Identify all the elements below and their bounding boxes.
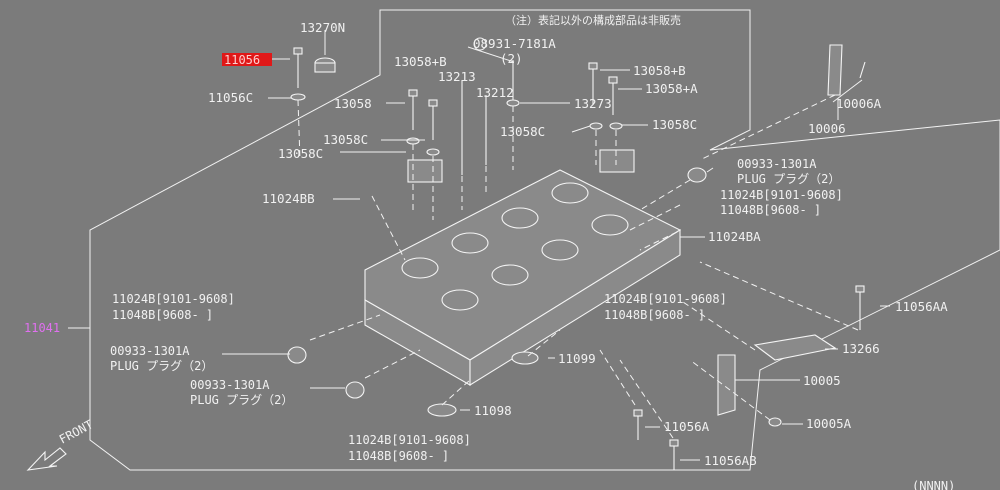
part-label[interactable]: 00933-1301A xyxy=(737,157,817,171)
part-label[interactable]: 00933-1301A xyxy=(110,344,190,358)
bracket-10006 xyxy=(827,44,843,96)
part-label[interactable]: 13270N xyxy=(300,20,345,35)
part-label[interactable]: 11024B[9101-9608] xyxy=(720,188,843,202)
part-label[interactable]: 11024BB xyxy=(262,191,315,206)
plug-left-low xyxy=(345,381,365,399)
leader-lines xyxy=(68,46,890,461)
plug-left-mid xyxy=(287,346,307,364)
part-label[interactable]: 13058C xyxy=(278,146,323,161)
part-label[interactable]: 10005A xyxy=(806,416,852,431)
highlight-box-11056[interactable] xyxy=(222,53,272,66)
front-arrow-icon xyxy=(26,447,67,471)
part-label[interactable]: 11056A xyxy=(664,419,710,434)
part-desc: PLUG プラグ（2） xyxy=(190,393,293,407)
part-label[interactable]: 11048B[9608- ] xyxy=(348,449,449,463)
assembly-outline xyxy=(89,9,1000,471)
part-label[interactable]: 11024B[9101-9608] xyxy=(604,292,727,306)
corner-code: (NNNN) xyxy=(912,479,955,490)
plug-right-top xyxy=(687,167,707,183)
part-label[interactable]: 13058 xyxy=(334,96,372,111)
front-label: FRONT xyxy=(57,417,95,446)
washer-11056c xyxy=(290,93,306,101)
part-label[interactable]: 11024B[9101-9608] xyxy=(112,292,235,306)
part-label[interactable]: 13058+A xyxy=(645,81,698,96)
part-label[interactable]: 13058C xyxy=(652,117,697,132)
part-label[interactable]: 11024BA xyxy=(708,229,761,244)
cylinder-head-body xyxy=(364,169,682,386)
part-label[interactable]: 11024B[9101-9608] xyxy=(348,433,471,447)
part-label[interactable]: 13058+B xyxy=(633,63,686,78)
part-desc: PLUG プラグ（2） xyxy=(110,359,213,373)
part-label[interactable]: 13273 xyxy=(574,96,612,111)
part-qty: (2) xyxy=(500,51,523,66)
highlight-part-label[interactable]: 11056 xyxy=(224,53,260,67)
upper-bolts xyxy=(406,60,623,175)
part-label[interactable]: 11099 xyxy=(558,351,596,366)
part-label[interactable]: 11048B[9608- ] xyxy=(112,308,213,322)
part-label[interactable]: 00933-1301A xyxy=(190,378,270,392)
part-label[interactable]: 13058C xyxy=(500,124,545,139)
b-marker-icon xyxy=(473,37,487,51)
bolt-11056-head xyxy=(293,47,303,55)
part-label[interactable]: 11056C xyxy=(208,90,253,105)
part-label[interactable]: 13058+B xyxy=(394,54,447,69)
part-label[interactable]: 11048B[9608- ] xyxy=(720,203,821,217)
part-label[interactable]: 08931-7181A xyxy=(473,36,556,51)
part-label[interactable]: 11056AA xyxy=(895,299,948,314)
part-label[interactable]: 10006 xyxy=(808,121,846,136)
note-text: （注）表記以外の構成部品は非販売 xyxy=(505,13,681,27)
part-label[interactable]: 11048B[9608- ] xyxy=(604,308,705,322)
part-label[interactable]: 13266 xyxy=(842,341,880,356)
bracket-10005 xyxy=(717,354,736,416)
part-desc: PLUG プラグ（2） xyxy=(737,172,840,186)
part-label[interactable]: 11098 xyxy=(474,403,512,418)
part-label[interactable]: 10006A xyxy=(836,96,882,111)
part-label[interactable]: 13213 xyxy=(438,69,476,84)
part-label[interactable]: 11056AB xyxy=(704,453,757,468)
guide-lines xyxy=(297,94,859,439)
part-label[interactable]: 10005 xyxy=(803,373,841,388)
cam-cap-right xyxy=(599,149,635,173)
seal-11099 xyxy=(511,351,539,365)
seal-11098 xyxy=(427,403,457,417)
assembly-code[interactable]: 11041 xyxy=(24,321,60,335)
part-label[interactable]: 13058C xyxy=(323,132,368,147)
part-label[interactable]: 13212 xyxy=(476,85,514,100)
cover-13266 xyxy=(753,334,837,361)
